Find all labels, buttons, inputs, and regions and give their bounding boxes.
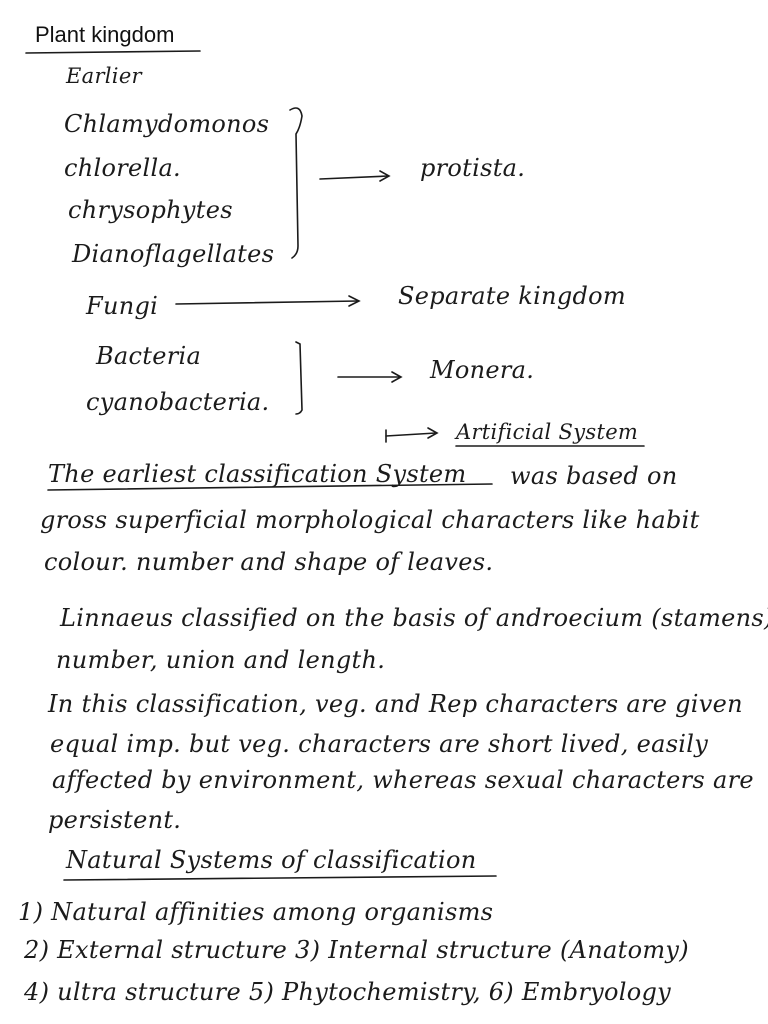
bracket-2 [295,341,303,415]
natural-line2: 2) External structure 3) Internal struct… [24,936,689,964]
list-item: Chlamydomonos [64,110,270,138]
monera-label: Monera. [430,356,535,384]
arrow-artificial [385,432,437,437]
para1-line1-underlined: The earliest classification System [48,460,467,488]
bracket-1 [289,107,303,259]
separate-kingdom-label: Separate kingdom [398,282,626,310]
page-title: Plant kingdom [35,22,175,47]
natural-heading: Natural Systems of classification [66,846,477,874]
fungi-label: Fungi [86,292,159,320]
para3-line1: In this classification, veg. and Rep cha… [48,690,743,718]
para2-line1: Linnaeus classified on the basis of andr… [60,604,768,632]
para3-line4: persistent. [48,806,182,834]
arrow-head [348,295,361,307]
natural-underline [63,875,497,881]
list-item: chrysophytes [68,196,233,224]
artificial-system-label: Artificial System [456,420,639,444]
natural-line3: 4) ultra structure 5) Phytochemistry, 6)… [24,978,672,1006]
list-item: Bacteria [96,342,202,370]
para1-line2: gross superficial morphological characte… [40,506,700,534]
earlier-heading: Earlier [66,64,142,88]
list-item: Dianoflagellates [72,240,275,268]
title-underline [25,50,201,54]
natural-line1: 1) Natural affinities among organisms [18,898,494,926]
arrow-protista [319,175,389,180]
arrow-head [391,371,403,383]
protista-label: protista. [420,154,526,182]
para3-line2: equal imp. but veg. characters are short… [50,730,709,758]
arrow-head [379,170,391,182]
list-item: chlorella. [64,154,181,182]
para1-line1-rest: was based on [510,462,678,490]
para2-line2: number, union and length. [56,646,386,674]
arrow-head [427,427,439,439]
arrow-separate-kingdom [175,300,359,305]
list-item: cyanobacteria. [86,388,270,416]
para1-line3: colour. number and shape of leaves. [44,548,494,576]
para3-line3: affected by environment, whereas sexual … [52,766,754,794]
